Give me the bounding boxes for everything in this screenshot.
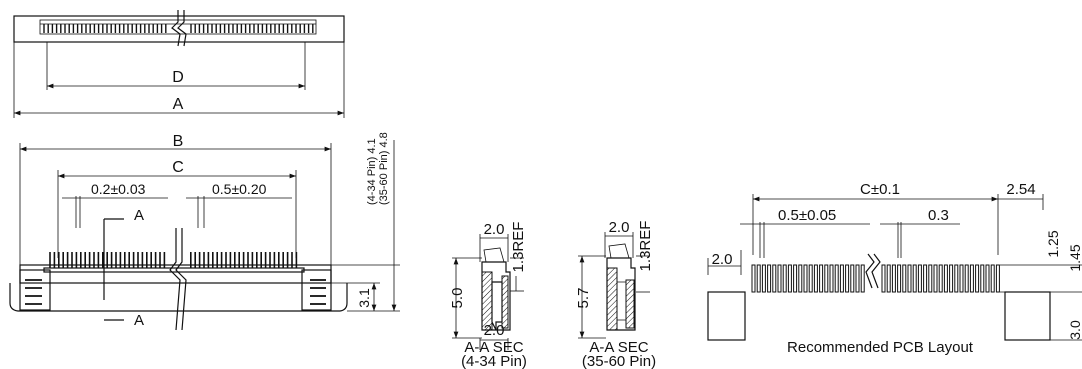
pcb-pad: [850, 264, 855, 293]
pcb-pad: [756, 264, 761, 293]
pcb-pad-row: [751, 264, 1000, 293]
pcb-pad: [860, 264, 865, 293]
pcb-pad: [933, 264, 938, 293]
top-view: D A: [13, 10, 345, 118]
section-view-4-34: 2.0 1.3REF 5.0 2.0 A-A SEC (4-34 Pin): [449, 221, 527, 369]
height-right-label: 3.1: [356, 288, 372, 308]
pcb-pad: [819, 264, 824, 293]
pcb-pad: [886, 264, 891, 293]
section-marker-top: A: [134, 207, 144, 224]
pcb-pad: [995, 264, 1000, 293]
sec2-caption-1: A-A SEC: [589, 339, 648, 356]
sec1-height: 5.0: [449, 288, 466, 309]
pcb-pad: [969, 264, 974, 293]
pcb-pad-height: 1.25: [1045, 230, 1061, 257]
pcb-pad: [912, 264, 917, 293]
pcb-pad: [959, 264, 964, 293]
pitch-small-label: 0.2±0.03: [91, 181, 146, 197]
sec2-top-width: 2.0: [609, 219, 630, 236]
pcb-pad: [891, 264, 896, 293]
pcb-pad: [975, 264, 980, 293]
side-latch-right: [310, 279, 326, 305]
pcb-pad: [824, 264, 829, 293]
height-note-2: (35-60 Pin) 4.8: [378, 132, 390, 205]
pcb-pad: [902, 264, 907, 293]
section-view-35-60: 2.0 1.3REF 5.7 A-A SEC (35-60 Pin): [575, 219, 656, 369]
pcb-pad: [761, 264, 766, 293]
sec1-bottom-width: 2.0: [484, 322, 505, 339]
pcb-pad: [954, 264, 959, 293]
pitch-large-label: 0.5±0.20: [212, 181, 267, 197]
top-view-contacts: [43, 24, 314, 33]
pcb-pad: [813, 264, 818, 293]
pcb-pad-height-2: 1.45: [1067, 244, 1082, 271]
pcb-pad: [855, 264, 860, 293]
pcb-pad: [787, 264, 792, 293]
pcb-pad: [917, 264, 922, 293]
pcb-left-pad: 2.0: [712, 251, 733, 268]
pcb-bottom-height: 3.0: [1067, 320, 1082, 340]
pcb-pad: [803, 264, 808, 293]
pcb-pad: [777, 264, 782, 293]
dim-d-label: D: [172, 69, 184, 86]
pcb-pad: [938, 264, 943, 293]
pcb-caption: Recommended PCB Layout: [787, 339, 974, 356]
pcb-pad: [793, 264, 798, 293]
front-view-contacts: [49, 252, 298, 268]
pcb-pad: [767, 264, 772, 293]
dim-c-label: C: [172, 159, 184, 176]
pcb-pad: [834, 264, 839, 293]
pcb-pad: [839, 264, 844, 293]
pcb-pad: [923, 264, 928, 293]
pcb-pad: [798, 264, 803, 293]
dim-b-label: B: [173, 133, 184, 150]
sec2-caption-2: (35-60 Pin): [582, 353, 656, 369]
pcb-dim-c: C±0.1: [860, 181, 900, 198]
pcb-pad: [881, 264, 886, 293]
pcb-pad: [897, 264, 902, 293]
pcb-pad: [949, 264, 954, 293]
pcb-pad: [751, 264, 756, 293]
sec1-caption-1: A-A SEC: [464, 339, 523, 356]
section-marker-bottom: A: [134, 312, 144, 329]
front-view: B C 0.2±0.03 0.5±0.20 A: [9, 132, 400, 331]
pcb-layout: C±0.1 2.54 0.5±0.05 0.3 2.0 1.25 1.45 3.…: [707, 181, 1082, 356]
pcb-pad: [943, 264, 948, 293]
pcb-dim-right: 2.54: [1006, 181, 1035, 198]
height-note-1: (4-34 Pin) 4.1: [366, 138, 378, 205]
sec1-top-width: 2.0: [484, 221, 505, 238]
pcb-pad: [772, 264, 777, 293]
pcb-pad: [928, 264, 933, 293]
dim-a-label: A: [173, 96, 184, 113]
side-latch-left: [25, 279, 42, 305]
pcb-pad: [990, 264, 995, 293]
pcb-pad: [985, 264, 990, 293]
pcb-pitch: 0.5±0.05: [778, 207, 836, 224]
sec1-ref: 1.3REF: [510, 222, 527, 273]
pcb-pad: [964, 264, 969, 293]
pcb-pad: [782, 264, 787, 293]
pcb-pad: [808, 264, 813, 293]
pcb-pad: [980, 264, 985, 293]
pcb-pad: [845, 264, 850, 293]
pcb-pad-width: 0.3: [928, 207, 949, 224]
pcb-pad: [907, 264, 912, 293]
pcb-pad: [829, 264, 834, 293]
sec2-height: 5.7: [575, 288, 592, 309]
sec1-caption-2: (4-34 Pin): [461, 353, 527, 369]
sec2-ref: 1.3REF: [637, 221, 654, 272]
